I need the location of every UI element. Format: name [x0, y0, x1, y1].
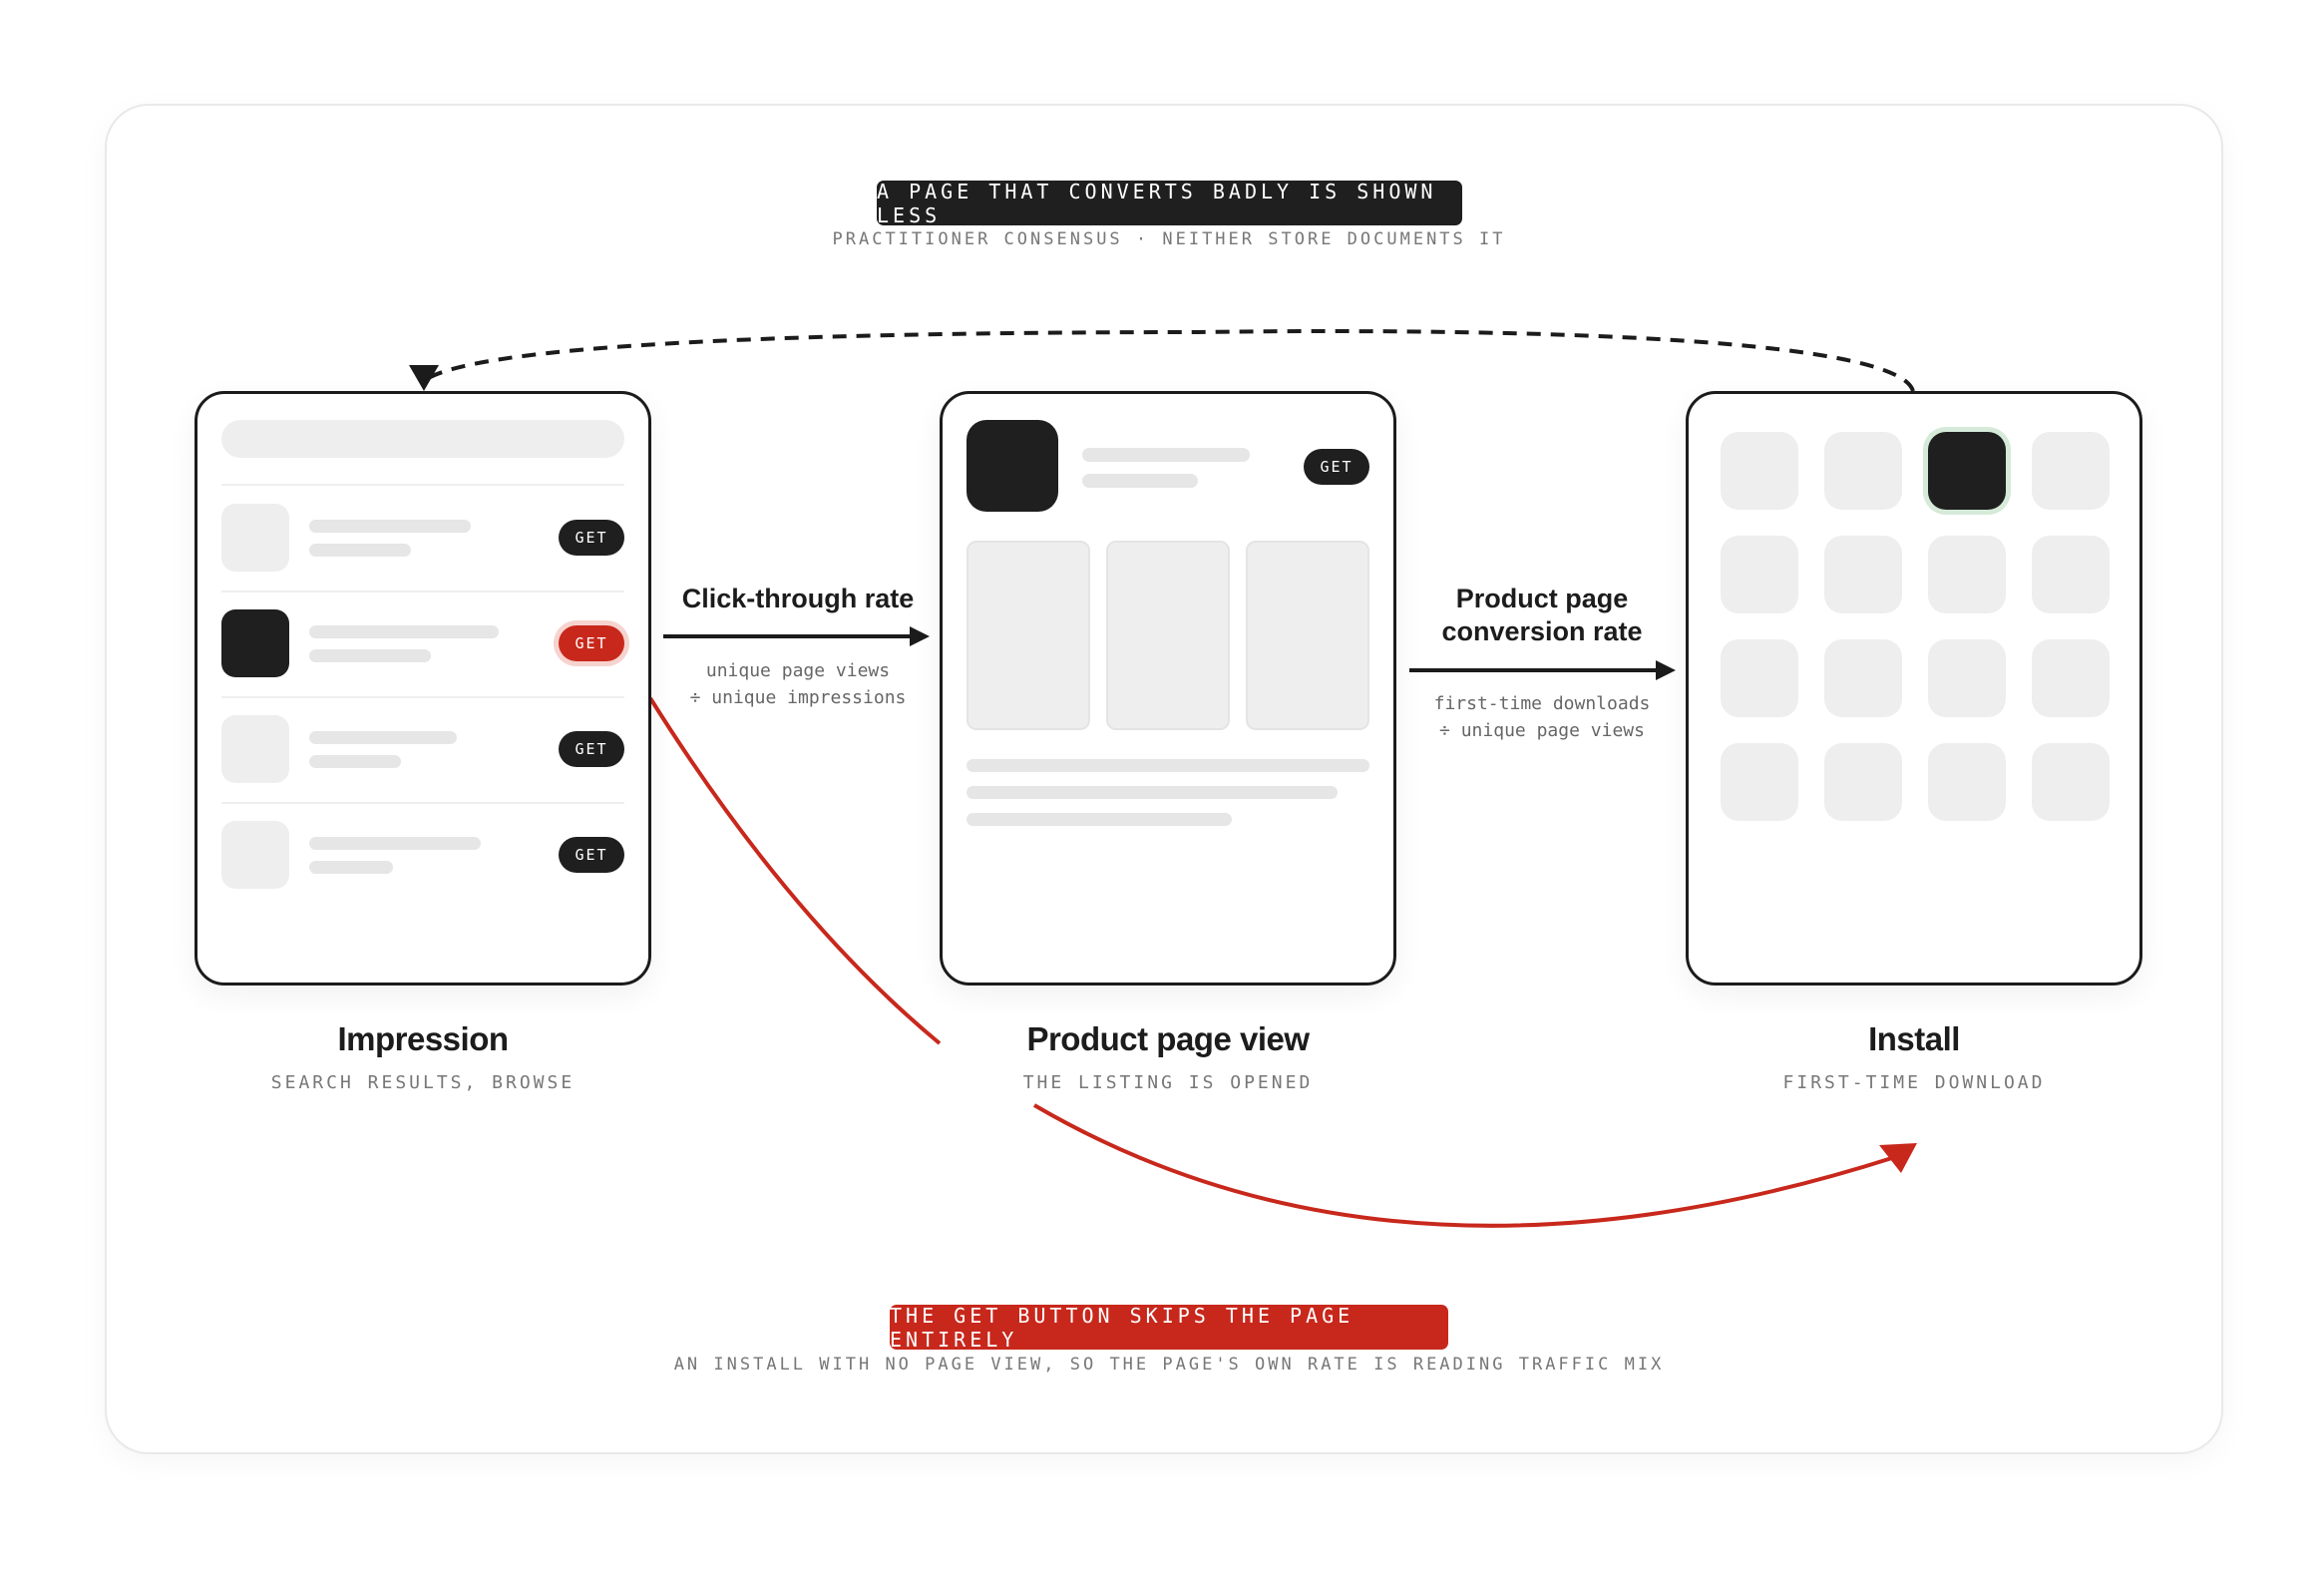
app-icon: [221, 821, 289, 889]
app-subtitle-line: [309, 755, 401, 768]
home-app-icon: [1928, 743, 2006, 821]
product-page-phone: GET: [940, 391, 1396, 986]
conversion-numerator: first-time downloads: [1433, 693, 1651, 714]
app-subtitle-line: [1082, 474, 1198, 488]
feedback-arrowhead: [409, 365, 439, 391]
stage-subtitle-impression: SEARCH RESULTS, BROWSE: [270, 1072, 576, 1093]
search-bar[interactable]: [221, 420, 624, 458]
home-app-icon: [2032, 743, 2110, 821]
home-app-icon: [1824, 743, 1902, 821]
divider: [221, 696, 624, 698]
description-line: [967, 786, 1338, 799]
description-line: [967, 759, 1369, 772]
conversion-title-line2: conversion rate: [1441, 616, 1643, 646]
installed-app-icon: [1928, 432, 2006, 510]
ctr-denominator: ÷ unique impressions: [689, 687, 907, 708]
app-icon-large: [967, 420, 1058, 512]
impression-phone: GET GET GET GET: [194, 391, 651, 986]
install-phone: [1686, 391, 2142, 986]
app-icon: [221, 715, 289, 783]
screenshot-thumbnail: [1106, 541, 1230, 730]
skip-arrowhead: [1879, 1143, 1917, 1173]
screenshot-thumbnail: [967, 541, 1090, 730]
stage-title-product-page: Product page view: [1026, 1020, 1310, 1057]
home-app-icon: [2032, 639, 2110, 717]
feedback-loop-arrow: [422, 329, 1915, 392]
app-icon: [221, 504, 289, 572]
home-app-icon: [1721, 432, 1798, 510]
get-button[interactable]: GET: [559, 837, 624, 873]
home-app-icon: [1721, 743, 1798, 821]
home-app-icon: [2032, 536, 2110, 613]
app-icon: [221, 609, 289, 677]
conversion-title: Product page conversion rate: [1392, 583, 1692, 648]
conversion-arrowhead: [1656, 660, 1676, 680]
divider: [221, 484, 624, 486]
app-title-line: [309, 731, 457, 744]
get-button-highlighted[interactable]: GET: [559, 625, 624, 661]
ctr-formula: unique page views ÷ unique impressions: [648, 657, 948, 711]
home-app-icon: [1928, 536, 2006, 613]
app-title-line: [1082, 448, 1250, 462]
ctr-arrowhead: [910, 626, 930, 646]
home-app-icon: [1824, 639, 1902, 717]
stage-title-install: Install: [1868, 1020, 1960, 1057]
footer-banner: THE GET BUTTON SKIPS THE PAGE ENTIRELY: [890, 1303, 1448, 1352]
home-app-icon: [1824, 536, 1902, 613]
conversion-formula: first-time downloads ÷ unique page views: [1392, 690, 1692, 744]
get-button[interactable]: GET: [559, 520, 624, 556]
get-button[interactable]: GET: [559, 731, 624, 767]
app-title-line: [309, 520, 471, 533]
stage-title-impression: Impression: [337, 1020, 509, 1057]
home-app-icon: [1721, 536, 1798, 613]
conversion-denominator: ÷ unique page views: [1439, 720, 1645, 741]
screenshot-thumbnail: [1246, 541, 1369, 730]
divider: [221, 802, 624, 804]
conversion-title-line1: Product page: [1455, 584, 1629, 613]
app-subtitle-line: [309, 861, 393, 874]
stage-subtitle-install: FIRST-TIME DOWNLOAD: [1782, 1072, 2046, 1093]
footer-subtitle: AN INSTALL WITH NO PAGE VIEW, SO THE PAG…: [673, 1355, 1665, 1375]
home-app-icon: [1824, 432, 1902, 510]
header-banner: A PAGE THAT CONVERTS BADLY IS SHOWN LESS: [877, 179, 1462, 227]
home-app-icon: [1721, 639, 1798, 717]
stage-subtitle-product-page: THE LISTING IS OPENED: [1022, 1072, 1314, 1093]
header-banner-text: A PAGE THAT CONVERTS BADLY IS SHOWN LESS: [877, 179, 1437, 227]
ctr-title: Click-through rate: [681, 584, 915, 613]
skip-path-upper: [648, 696, 942, 1045]
app-subtitle-line: [309, 649, 431, 662]
app-title-line: [309, 625, 499, 638]
home-app-icon: [1928, 639, 2006, 717]
divider: [221, 591, 624, 592]
skip-path-lower: [1032, 1103, 1896, 1228]
description-line: [967, 813, 1232, 826]
get-button[interactable]: GET: [1304, 449, 1369, 485]
footer-banner-text: THE GET BUTTON SKIPS THE PAGE ENTIRELY: [890, 1303, 1355, 1352]
app-subtitle-line: [309, 544, 411, 557]
app-title-line: [309, 837, 481, 850]
home-app-icon: [2032, 432, 2110, 510]
ctr-numerator: unique page views: [705, 660, 891, 681]
header-subtitle: PRACTITIONER CONSENSUS · NEITHER STORE D…: [832, 229, 1506, 249]
